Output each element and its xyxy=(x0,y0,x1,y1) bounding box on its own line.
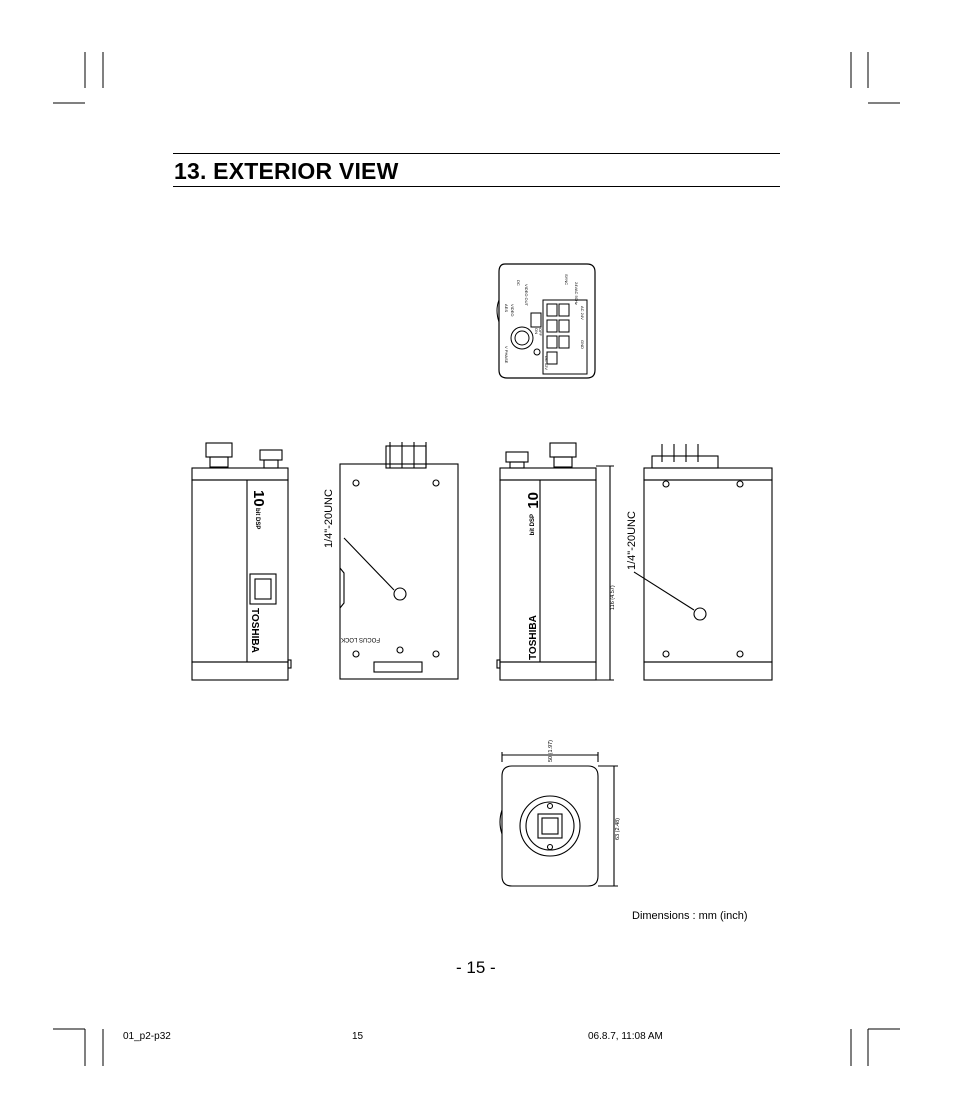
front-view: 50 (1.97) 63 (2.48) xyxy=(499,740,621,887)
header-rule-bottom xyxy=(173,186,780,187)
rear-label-video-out: VIDEO OUT xyxy=(524,284,529,307)
front-width-dim: 50 (1.97) xyxy=(548,740,554,762)
front-height-dim: 63 (2.48) xyxy=(615,818,621,840)
rear-label-24vac: 24VAC 50Hz xyxy=(574,282,579,305)
page-number: - 15 - xyxy=(456,958,496,977)
side-view-right: 10 bit DSP TOSHIBA 116 (4.57) xyxy=(496,442,616,681)
side-view-left: 10 bit DSP TOSHIBA xyxy=(191,442,292,681)
side-right-height-dim: 116 (4.57) xyxy=(610,585,616,610)
rear-panel-view: AES VIDEO DC VIDEO OUT ON OFF V PHASE DC… xyxy=(496,263,596,379)
footer-page: 15 xyxy=(352,1031,364,1042)
section-title: 13. EXTERIOR VIEW xyxy=(174,158,399,184)
rear-label-gnd: GND xyxy=(580,340,585,349)
rear-label-ac24v: AC 24V xyxy=(580,306,585,320)
rear-label-dc: DC xyxy=(516,280,521,286)
side-left-logo-num: 10 xyxy=(250,490,267,507)
side-left-brand: TOSHIBA xyxy=(249,608,260,653)
rear-label-vphase: V PHASE xyxy=(504,346,509,364)
rear-label-aes: AES xyxy=(504,304,509,312)
footer-file: 01_p2-p32 xyxy=(123,1031,171,1042)
header-rule-top xyxy=(173,153,780,154)
top-mount-label: 1/4"-20UNC xyxy=(626,511,638,570)
side-left-logo-sub: bit DSP xyxy=(254,508,260,529)
dimensions-note: Dimensions : mm (inch) xyxy=(632,910,748,922)
focus-lock-label: FOCUS LOCK xyxy=(341,636,380,642)
rear-label-dc12v: DC 12V xyxy=(544,356,549,370)
footer-timestamp: 06.8.7, 11:08 AM xyxy=(588,1031,663,1042)
side-right-brand: TOSHIBA xyxy=(528,615,539,660)
rear-label-on: ON xyxy=(534,328,539,334)
side-right-logo-sub: bit DSP xyxy=(530,514,536,535)
rear-label-off: OFF xyxy=(538,328,543,337)
rear-label-video: VIDEO xyxy=(510,304,515,316)
top-view xyxy=(633,444,773,681)
rear-label-sync: SYNC xyxy=(564,274,569,285)
side-right-logo-num: 10 xyxy=(525,492,542,509)
bottom-view: FOCUS LOCK xyxy=(339,442,459,680)
